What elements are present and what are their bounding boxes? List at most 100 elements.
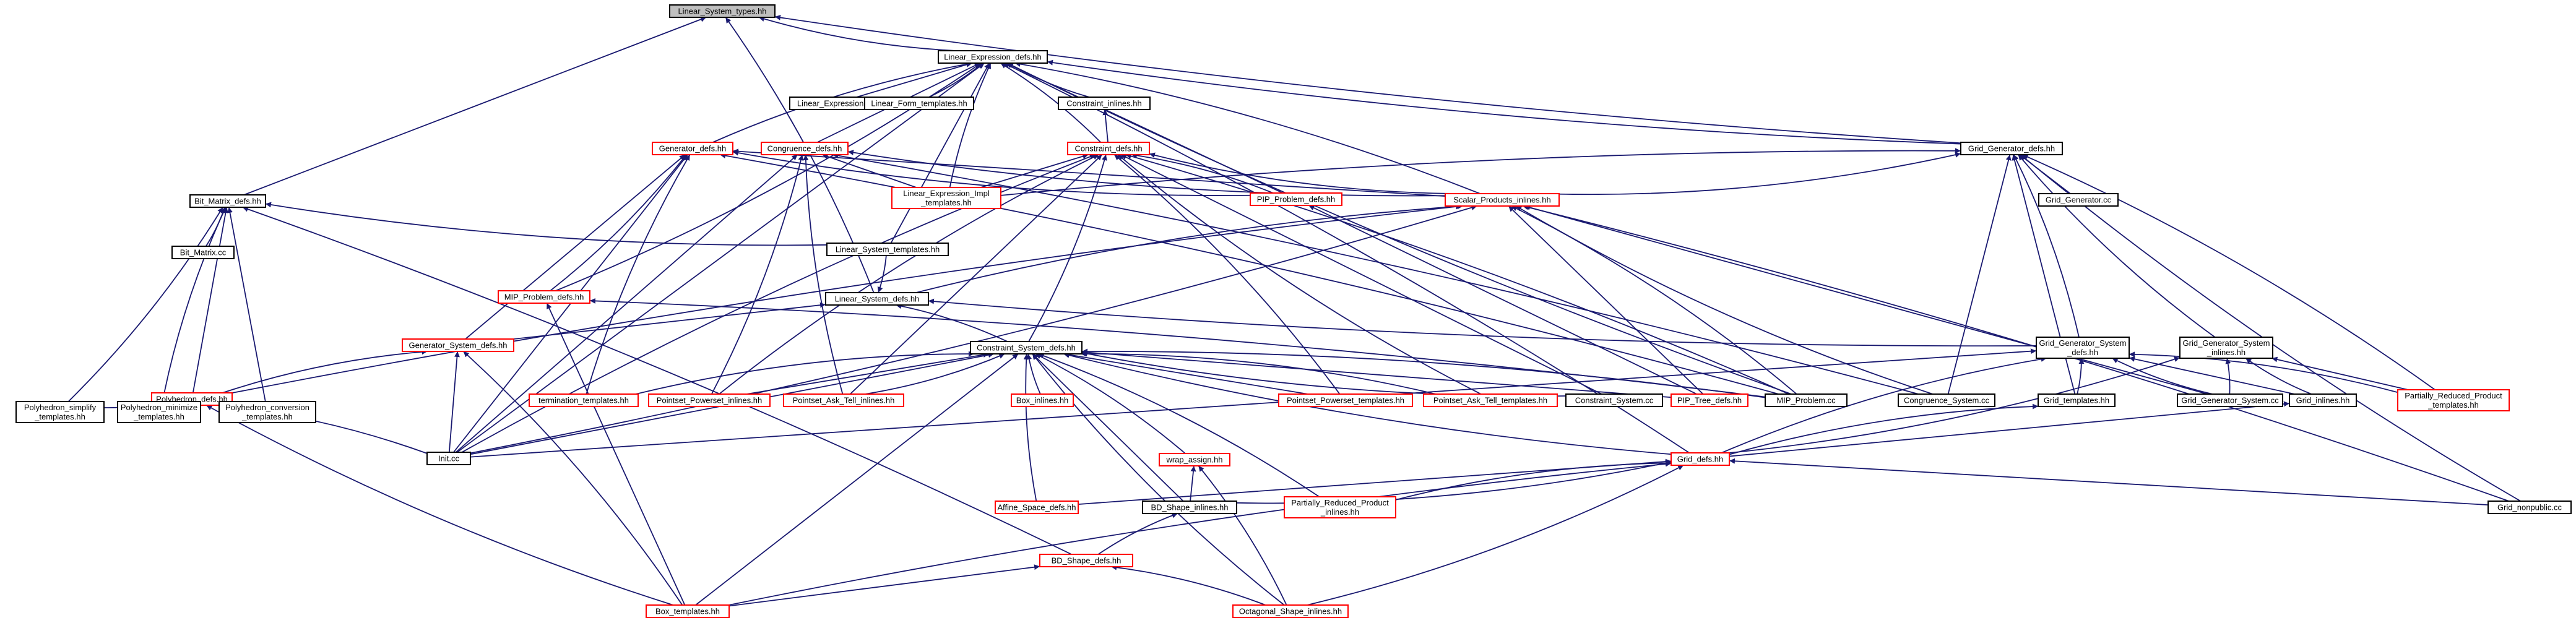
- node-spi[interactable]: Scalar_Products_inlines.hh: [1445, 193, 1560, 207]
- node-box: [669, 4, 776, 18]
- node-label: Grid_Generator_System.cc: [2181, 396, 2279, 405]
- node-layer: Linear_System_types.hhLinear_Expression_…: [15, 4, 2572, 618]
- node-gsd[interactable]: Generator_System_defs.hh: [402, 338, 514, 352]
- edge-leit-to-cd: [980, 153, 1089, 188]
- node-box: [529, 393, 639, 407]
- node-lst[interactable]: Linear_System_types.hh: [669, 4, 776, 18]
- node-patt[interactable]: Pointset_Ask_Tell_templates.hh: [1423, 393, 1558, 407]
- node-ggd[interactable]: Grid_Generator_defs.hh: [1960, 142, 2063, 155]
- node-pati[interactable]: Pointset_Ask_Tell_inlines.hh: [783, 393, 904, 407]
- node-ggcc[interactable]: Grid_Generator.cc: [2038, 193, 2119, 207]
- edge-bmd-to-lst: [243, 17, 707, 195]
- node-box: [761, 142, 849, 155]
- edge-mipcc-to-gd: [720, 153, 1779, 395]
- node-label: Bit_Matrix_defs.hh: [194, 197, 261, 206]
- node-ppt[interactable]: Pointset_Powerset_templates.hh: [1278, 393, 1413, 407]
- node-box: [1067, 142, 1150, 155]
- node-pmt[interactable]: Polyhedron_minimize_templates.hh: [117, 401, 201, 423]
- node-osi[interactable]: Octagonal_Shape_inlines.hh: [1232, 604, 1349, 618]
- node-bt[interactable]: Box_templates.hh: [646, 604, 730, 618]
- edge-csd-to-lsd: [896, 303, 1008, 342]
- node-csd[interactable]: Constraint_System_defs.hh: [970, 341, 1083, 354]
- node-box: [1142, 501, 1237, 514]
- node-box: [171, 246, 235, 259]
- edge-gdd-to-led: [1003, 62, 1690, 453]
- node-gt[interactable]: Grid_templates.hh: [2038, 393, 2116, 407]
- node-ptd[interactable]: PIP_Tree_defs.hh: [1671, 393, 1748, 407]
- node-label: Linear_System_defs.hh: [835, 294, 920, 304]
- node-prpt[interactable]: Partially_Reduced_Product_templates.hh: [2397, 389, 2510, 411]
- edge-mipcc-to-cd: [1125, 153, 1789, 395]
- node-ggsd[interactable]: Grid_Generator_System_defs.hh: [2036, 337, 2130, 359]
- node-label: _templates.hh: [920, 198, 972, 207]
- node-cd[interactable]: Constraint_defs.hh: [1067, 142, 1150, 155]
- node-mipd[interactable]: MIP_Problem_defs.hh: [498, 290, 590, 304]
- node-ggsi[interactable]: Grid_Generator_System_inlines.hh: [2179, 337, 2273, 359]
- node-mipcc[interactable]: MIP_Problem.cc: [1765, 393, 1848, 407]
- node-bdsd[interactable]: BD_Shape_defs.hh: [1039, 554, 1133, 567]
- node-lft[interactable]: Linear_Form_templates.hh: [864, 97, 974, 110]
- edge-initcc-to-spi: [470, 205, 1477, 454]
- node-label: wrap_assign.hh: [1165, 455, 1222, 465]
- edge-cgscc-to-cgd: [832, 153, 1919, 395]
- node-asd[interactable]: Affine_Space_defs.hh: [995, 501, 1079, 514]
- node-gi[interactable]: Grid_inlines.hh: [2289, 393, 2357, 407]
- node-bi[interactable]: Box_inlines.hh: [1011, 393, 1074, 407]
- edge-patt-to-csd: [1081, 351, 1436, 395]
- node-led[interactable]: Linear_Expression_defs.hh: [938, 50, 1048, 64]
- node-ppi[interactable]: Pointset_Powerset_inlines.hh: [648, 393, 771, 407]
- node-label: _templates.hh: [34, 412, 85, 421]
- node-lecc[interactable]: Linear_Expression.cc: [789, 97, 882, 110]
- node-box: [426, 452, 471, 465]
- node-bmd[interactable]: Bit_Matrix_defs.hh: [189, 194, 266, 208]
- node-label: Linear_Form_templates.hh: [871, 99, 967, 108]
- node-box: [1765, 393, 1848, 407]
- node-bmcc[interactable]: Bit_Matrix.cc: [171, 246, 235, 259]
- node-pipd[interactable]: PIP_Problem_defs.hh: [1250, 192, 1342, 206]
- node-box: [402, 338, 514, 352]
- node-box: [2038, 193, 2119, 207]
- edge-pd-to-spi: [231, 204, 1462, 393]
- edge-bdsi-to-csd: [1032, 353, 1184, 502]
- node-ggscc[interactable]: Grid_Generator_System.cc: [2177, 393, 2283, 407]
- node-label: BD_Shape_defs.hh: [1052, 556, 1122, 565]
- node-initcc[interactable]: Init.cc: [426, 452, 471, 465]
- edge-pmt-to-bmd: [162, 207, 227, 402]
- node-label: Pointset_Ask_Tell_inlines.hh: [793, 396, 895, 405]
- edge-ptd-to-csd: [1081, 350, 1672, 398]
- node-box: [891, 187, 1001, 209]
- node-leit[interactable]: Linear_Expression_Impl_templates.hh: [891, 187, 1001, 209]
- node-ci[interactable]: Constraint_inlines.hh: [1058, 97, 1151, 110]
- node-label: Linear_System_types.hh: [678, 7, 766, 16]
- node-box: [938, 50, 1048, 64]
- edge-lstpl-to-bmd: [265, 202, 828, 246]
- edge-mipcc-to-spi: [1511, 205, 1797, 395]
- edge-bdsi-to-wa: [1190, 465, 1196, 502]
- node-cscc[interactable]: Constraint_System.cc: [1565, 393, 1663, 407]
- node-label: Partially_Reduced_Product: [1291, 498, 1389, 507]
- node-label: Scalar_Products_inlines.hh: [1453, 195, 1551, 205]
- node-pst[interactable]: Polyhedron_simplify_templates.hh: [15, 401, 105, 423]
- node-label: Polyhedron_conversion: [225, 403, 309, 412]
- node-gd[interactable]: Generator_defs.hh: [652, 142, 733, 155]
- node-gdd[interactable]: Grid_defs.hh: [1671, 452, 1730, 466]
- edge-bt-to-pd: [205, 405, 673, 606]
- edge-ggsd-to-ggd: [2013, 154, 2080, 338]
- node-bdsi[interactable]: BD_Shape_inlines.hh: [1142, 501, 1237, 514]
- node-pct[interactable]: Polyhedron_conversion_templates.hh: [218, 401, 316, 423]
- node-lstpl[interactable]: Linear_System_templates.hh: [826, 243, 949, 256]
- node-box: [1960, 142, 2063, 155]
- edge-bdsd-to-bmd: [242, 206, 1072, 555]
- node-label: PIP_Problem_defs.hh: [1257, 195, 1335, 204]
- edge-pati-to-cd: [849, 154, 1103, 395]
- node-tt[interactable]: termination_templates.hh: [529, 393, 639, 407]
- node-gnp[interactable]: Grid_nonpublic.cc: [2487, 501, 2572, 514]
- node-cgscc[interactable]: Congruence_System.cc: [1898, 393, 1995, 407]
- node-box: [2289, 393, 2357, 407]
- node-wa[interactable]: wrap_assign.hh: [1159, 453, 1230, 466]
- node-lsd[interactable]: Linear_System_defs.hh: [825, 292, 929, 306]
- edge-pd-to-gsd: [222, 349, 428, 393]
- node-cgd[interactable]: Congruence_defs.hh: [761, 142, 849, 155]
- node-prpi[interactable]: Partially_Reduced_Product_inlines.hh: [1284, 496, 1396, 518]
- node-box: [864, 97, 974, 110]
